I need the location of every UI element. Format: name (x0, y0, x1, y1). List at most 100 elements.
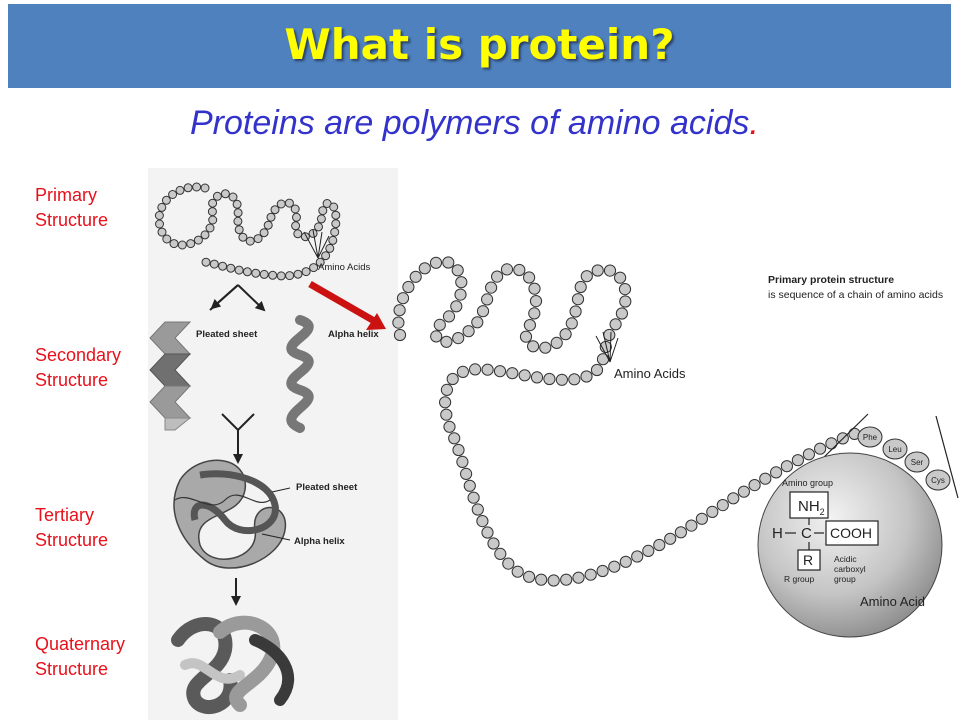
primary-callout-text: Amino Acids (318, 262, 371, 273)
bead (608, 560, 621, 573)
bead (706, 505, 719, 518)
bead (433, 318, 446, 331)
merge-arrow (221, 413, 255, 462)
bead (238, 232, 248, 242)
bead (251, 268, 261, 278)
primary-callout: Amino Acids (303, 229, 371, 273)
bead (208, 198, 218, 208)
bead (292, 212, 301, 222)
bead (527, 340, 540, 353)
bead (268, 270, 278, 280)
bead (451, 264, 464, 277)
bead (674, 526, 688, 539)
bead (186, 239, 196, 249)
bead (487, 537, 500, 550)
big-bead-chain (392, 256, 861, 587)
right-heading-line2: is sequence of a chain of amino acids (768, 289, 943, 301)
bead (530, 371, 544, 384)
bead (471, 316, 484, 329)
bead (331, 210, 341, 220)
bead (448, 432, 461, 445)
bead (233, 216, 243, 226)
bead (491, 270, 504, 283)
bead (463, 479, 476, 492)
bead (212, 191, 222, 201)
bead (555, 373, 569, 386)
bead (253, 234, 263, 244)
bead (409, 270, 422, 283)
bead (161, 195, 171, 205)
bead (270, 205, 280, 215)
bead (276, 271, 286, 281)
tertiary-structure (173, 459, 287, 569)
bead (234, 265, 244, 275)
bead (226, 263, 236, 273)
residue-label-ser: Ser (911, 458, 924, 467)
bead (615, 307, 629, 320)
bead (471, 503, 484, 516)
bead (301, 267, 311, 277)
bead (619, 555, 632, 568)
bead (614, 271, 627, 284)
bead (446, 372, 459, 386)
bead (393, 328, 407, 342)
bead (316, 214, 326, 224)
bead (293, 269, 303, 279)
bead (462, 325, 475, 338)
bead (664, 532, 677, 545)
acidic-label-2: carboxyl (834, 564, 866, 574)
bead (455, 276, 468, 289)
bead (329, 202, 339, 212)
residue-label-leu: Leu (888, 445, 901, 454)
bead (234, 225, 244, 235)
bead (580, 270, 593, 283)
title-bar: What is protein? (8, 4, 951, 88)
bead (513, 263, 526, 277)
bead (200, 183, 210, 193)
red-pointer-arrow (308, 280, 378, 326)
bead (528, 307, 541, 320)
bead (175, 185, 185, 195)
bead (770, 466, 783, 479)
bead (759, 472, 772, 485)
alpha-helix-shape (286, 315, 314, 433)
bead (523, 319, 537, 332)
bead (535, 573, 548, 586)
bead (218, 261, 228, 271)
bead (157, 227, 167, 237)
bead (328, 235, 338, 245)
bead (529, 295, 543, 308)
amino-acids-callout: Amino Acids (595, 331, 686, 381)
bead (259, 228, 269, 238)
bead (825, 437, 838, 450)
bead (418, 262, 431, 275)
bead (481, 363, 494, 376)
nh2-subscript: 2 (820, 507, 825, 517)
bead (456, 365, 469, 378)
bead (494, 547, 507, 561)
bead (205, 223, 215, 233)
bead (456, 455, 469, 468)
bead (169, 239, 179, 249)
bead (584, 568, 597, 581)
amino-group-label: Amino group (782, 478, 833, 488)
bead (596, 564, 609, 578)
nh2-label: NH (798, 498, 820, 515)
bead (193, 235, 203, 245)
bead (574, 280, 587, 294)
bead (284, 198, 294, 208)
bead (276, 199, 286, 209)
residue-bead-leu (882, 438, 908, 460)
bead (539, 341, 552, 354)
bead (200, 230, 210, 240)
bead (642, 544, 655, 558)
bead (321, 251, 331, 261)
bead (452, 443, 465, 457)
bead (168, 190, 178, 199)
bead (559, 328, 572, 341)
bead (716, 499, 729, 512)
bead (442, 256, 455, 269)
